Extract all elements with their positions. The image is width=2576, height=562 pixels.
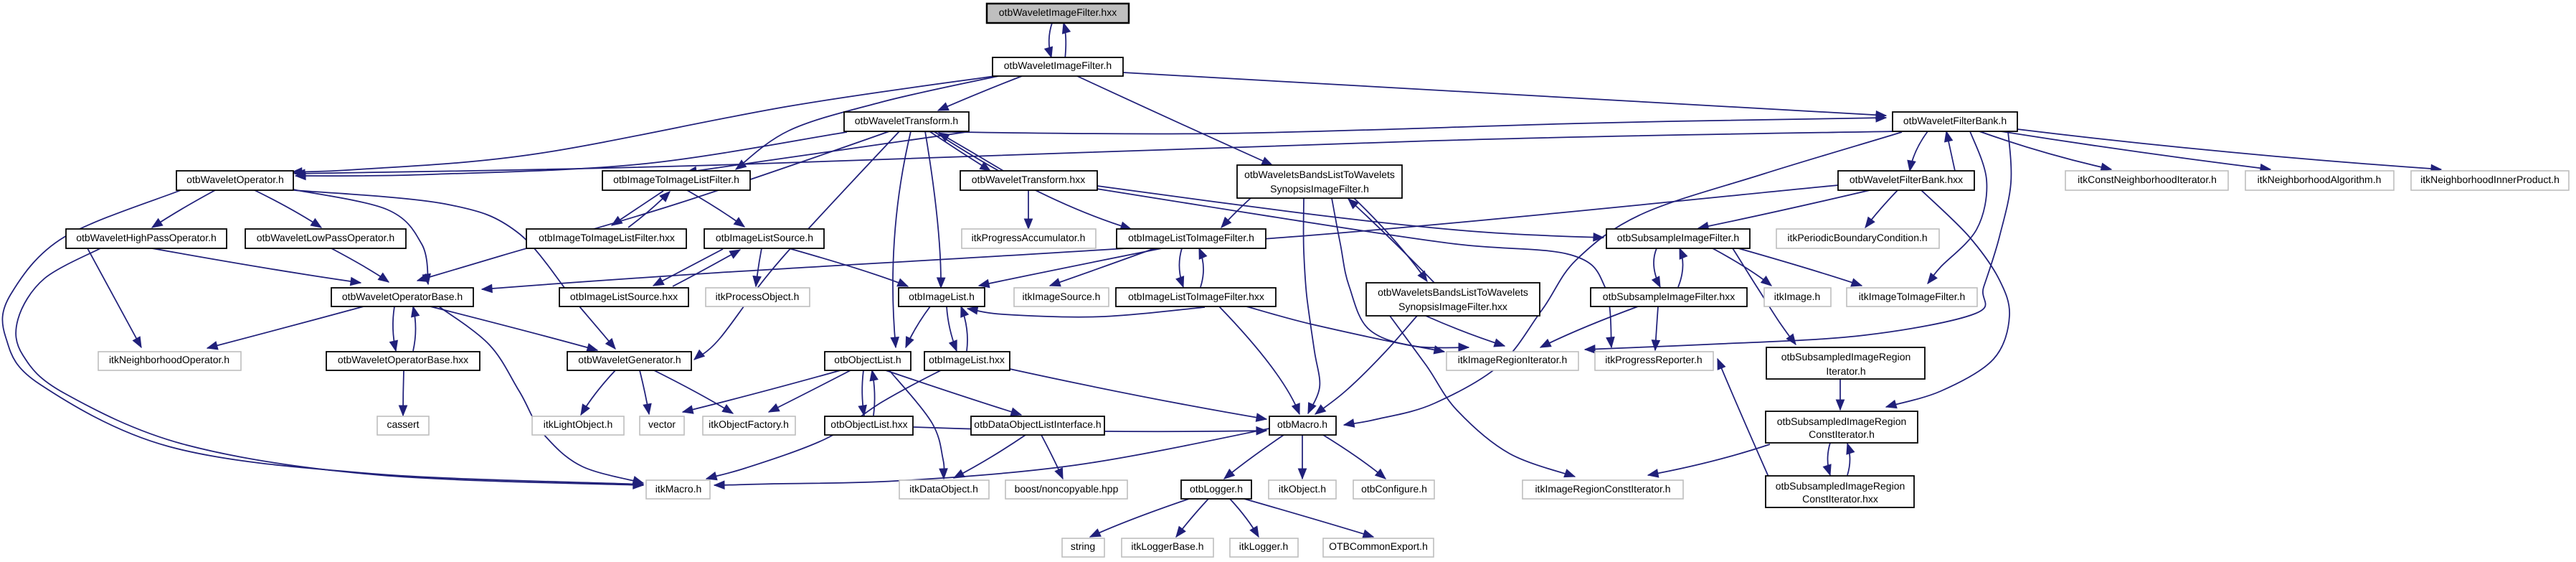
svg-text:otbConfigure.h: otbConfigure.h [1361, 483, 1427, 495]
svg-text:otbImageList.h: otbImageList.h [909, 291, 975, 302]
svg-text:itkLogger.h: itkLogger.h [1239, 540, 1289, 552]
svg-text:otbWaveletGenerator.h: otbWaveletGenerator.h [578, 354, 681, 365]
svg-text:itkImage.h: itkImage.h [1774, 291, 1821, 302]
svg-text:otbWaveletTransform.hxx: otbWaveletTransform.hxx [972, 174, 1085, 185]
svg-text:SynopsisImageFilter.hxx: SynopsisImageFilter.hxx [1398, 301, 1507, 312]
svg-text:itkProgressAccumulator.h: itkProgressAccumulator.h [972, 232, 1086, 243]
svg-text:otbImageListSource.hxx: otbImageListSource.hxx [570, 291, 678, 302]
svg-text:itkObjectFactory.h: itkObjectFactory.h [709, 418, 789, 430]
svg-text:itkProgressReporter.h: itkProgressReporter.h [1605, 354, 1702, 365]
svg-text:otbWaveletHighPassOperator.h: otbWaveletHighPassOperator.h [76, 232, 217, 243]
svg-text:otbSubsampledImageRegion: otbSubsampledImageRegion [1781, 351, 1911, 362]
svg-text:itkLightObject.h: itkLightObject.h [544, 418, 613, 430]
svg-text:vector: vector [648, 418, 676, 430]
svg-text:otbWaveletOperator.h: otbWaveletOperator.h [186, 174, 284, 185]
svg-text:boost/noncopyable.hpp: boost/noncopyable.hpp [1015, 483, 1119, 495]
svg-text:itkProcessObject.h: itkProcessObject.h [716, 291, 800, 302]
svg-text:itkMacro.h: itkMacro.h [655, 483, 702, 495]
svg-text:itkNeighborhoodOperator.h: itkNeighborhoodOperator.h [109, 354, 229, 365]
svg-text:itkImageRegionConstIterator.h: itkImageRegionConstIterator.h [1535, 483, 1670, 495]
svg-text:itkDataObject.h: itkDataObject.h [909, 483, 978, 495]
svg-text:OTBCommonExport.h: OTBCommonExport.h [1329, 540, 1428, 552]
svg-text:otbLogger.h: otbLogger.h [1190, 483, 1243, 495]
svg-text:otbSubsampledImageRegion: otbSubsampledImageRegion [1776, 480, 1905, 492]
svg-text:ConstIterator.h: ConstIterator.h [1809, 428, 1875, 440]
svg-text:otbWaveletOperatorBase.hxx: otbWaveletOperatorBase.hxx [338, 354, 468, 365]
svg-text:itkImageRegionIterator.h: itkImageRegionIterator.h [1458, 354, 1568, 365]
svg-text:itkObject.h: itkObject.h [1279, 483, 1326, 495]
svg-text:otbWaveletFilterBank.hxx: otbWaveletFilterBank.hxx [1850, 174, 1963, 185]
svg-text:otbImageListSource.h: otbImageListSource.h [716, 232, 813, 243]
svg-text:otbWaveletImageFilter.hxx: otbWaveletImageFilter.hxx [999, 6, 1117, 18]
svg-text:otbWaveletTransform.h: otbWaveletTransform.h [855, 115, 958, 126]
svg-text:itkConstNeighborhoodIterator.h: itkConstNeighborhoodIterator.h [2078, 174, 2217, 185]
svg-text:otbDataObjectListInterface.h: otbDataObjectListInterface.h [974, 418, 1101, 430]
svg-text:itkPeriodicBoundaryCondition.h: itkPeriodicBoundaryCondition.h [1787, 232, 1927, 243]
svg-text:Iterator.h: Iterator.h [1826, 365, 1865, 377]
svg-text:otbImageToImageListFilter.hxx: otbImageToImageListFilter.hxx [539, 232, 675, 243]
svg-text:cassert: cassert [387, 418, 419, 430]
svg-text:otbSubsampledImageRegion: otbSubsampledImageRegion [1777, 416, 1907, 427]
svg-text:itkLoggerBase.h: itkLoggerBase.h [1131, 540, 1203, 552]
svg-text:otbImageToImageListFilter.h: otbImageToImageListFilter.h [613, 174, 739, 185]
svg-text:SynopsisImageFilter.h: SynopsisImageFilter.h [1270, 183, 1369, 195]
svg-text:otbImageList.hxx: otbImageList.hxx [929, 354, 1005, 365]
svg-text:itkNeighborhoodInnerProduct.h: itkNeighborhoodInnerProduct.h [2420, 174, 2560, 185]
svg-text:otbMacro.h: otbMacro.h [1277, 418, 1327, 430]
svg-text:otbWaveletOperatorBase.h: otbWaveletOperatorBase.h [342, 291, 463, 302]
svg-text:otbSubsampleImageFilter.h: otbSubsampleImageFilter.h [1617, 232, 1739, 243]
svg-text:otbWaveletsBandsListToWavelets: otbWaveletsBandsListToWavelets [1244, 169, 1395, 180]
svg-text:otbObjectList.hxx: otbObjectList.hxx [830, 418, 907, 430]
svg-text:itkImageSource.h: itkImageSource.h [1023, 291, 1101, 302]
svg-text:otbWaveletFilterBank.h: otbWaveletFilterBank.h [1903, 115, 2007, 126]
svg-text:otbImageListToImageFilter.hxx: otbImageListToImageFilter.hxx [1128, 291, 1264, 302]
svg-text:otbWaveletImageFilter.h: otbWaveletImageFilter.h [1004, 60, 1112, 71]
svg-text:ConstIterator.hxx: ConstIterator.hxx [1802, 493, 1878, 505]
svg-text:string: string [1071, 540, 1095, 552]
svg-text:otbObjectList.h: otbObjectList.h [834, 354, 901, 365]
svg-text:otbImageListToImageFilter.h: otbImageListToImageFilter.h [1128, 232, 1254, 243]
svg-text:otbWaveletsBandsListToWavelets: otbWaveletsBandsListToWavelets [1378, 286, 1528, 298]
svg-text:itkImageToImageFilter.h: itkImageToImageFilter.h [1859, 291, 1966, 302]
svg-text:otbSubsampleImageFilter.hxx: otbSubsampleImageFilter.hxx [1603, 291, 1735, 302]
svg-text:itkNeighborhoodAlgorithm.h: itkNeighborhoodAlgorithm.h [2258, 174, 2382, 185]
svg-text:otbWaveletLowPassOperator.h: otbWaveletLowPassOperator.h [257, 232, 394, 243]
